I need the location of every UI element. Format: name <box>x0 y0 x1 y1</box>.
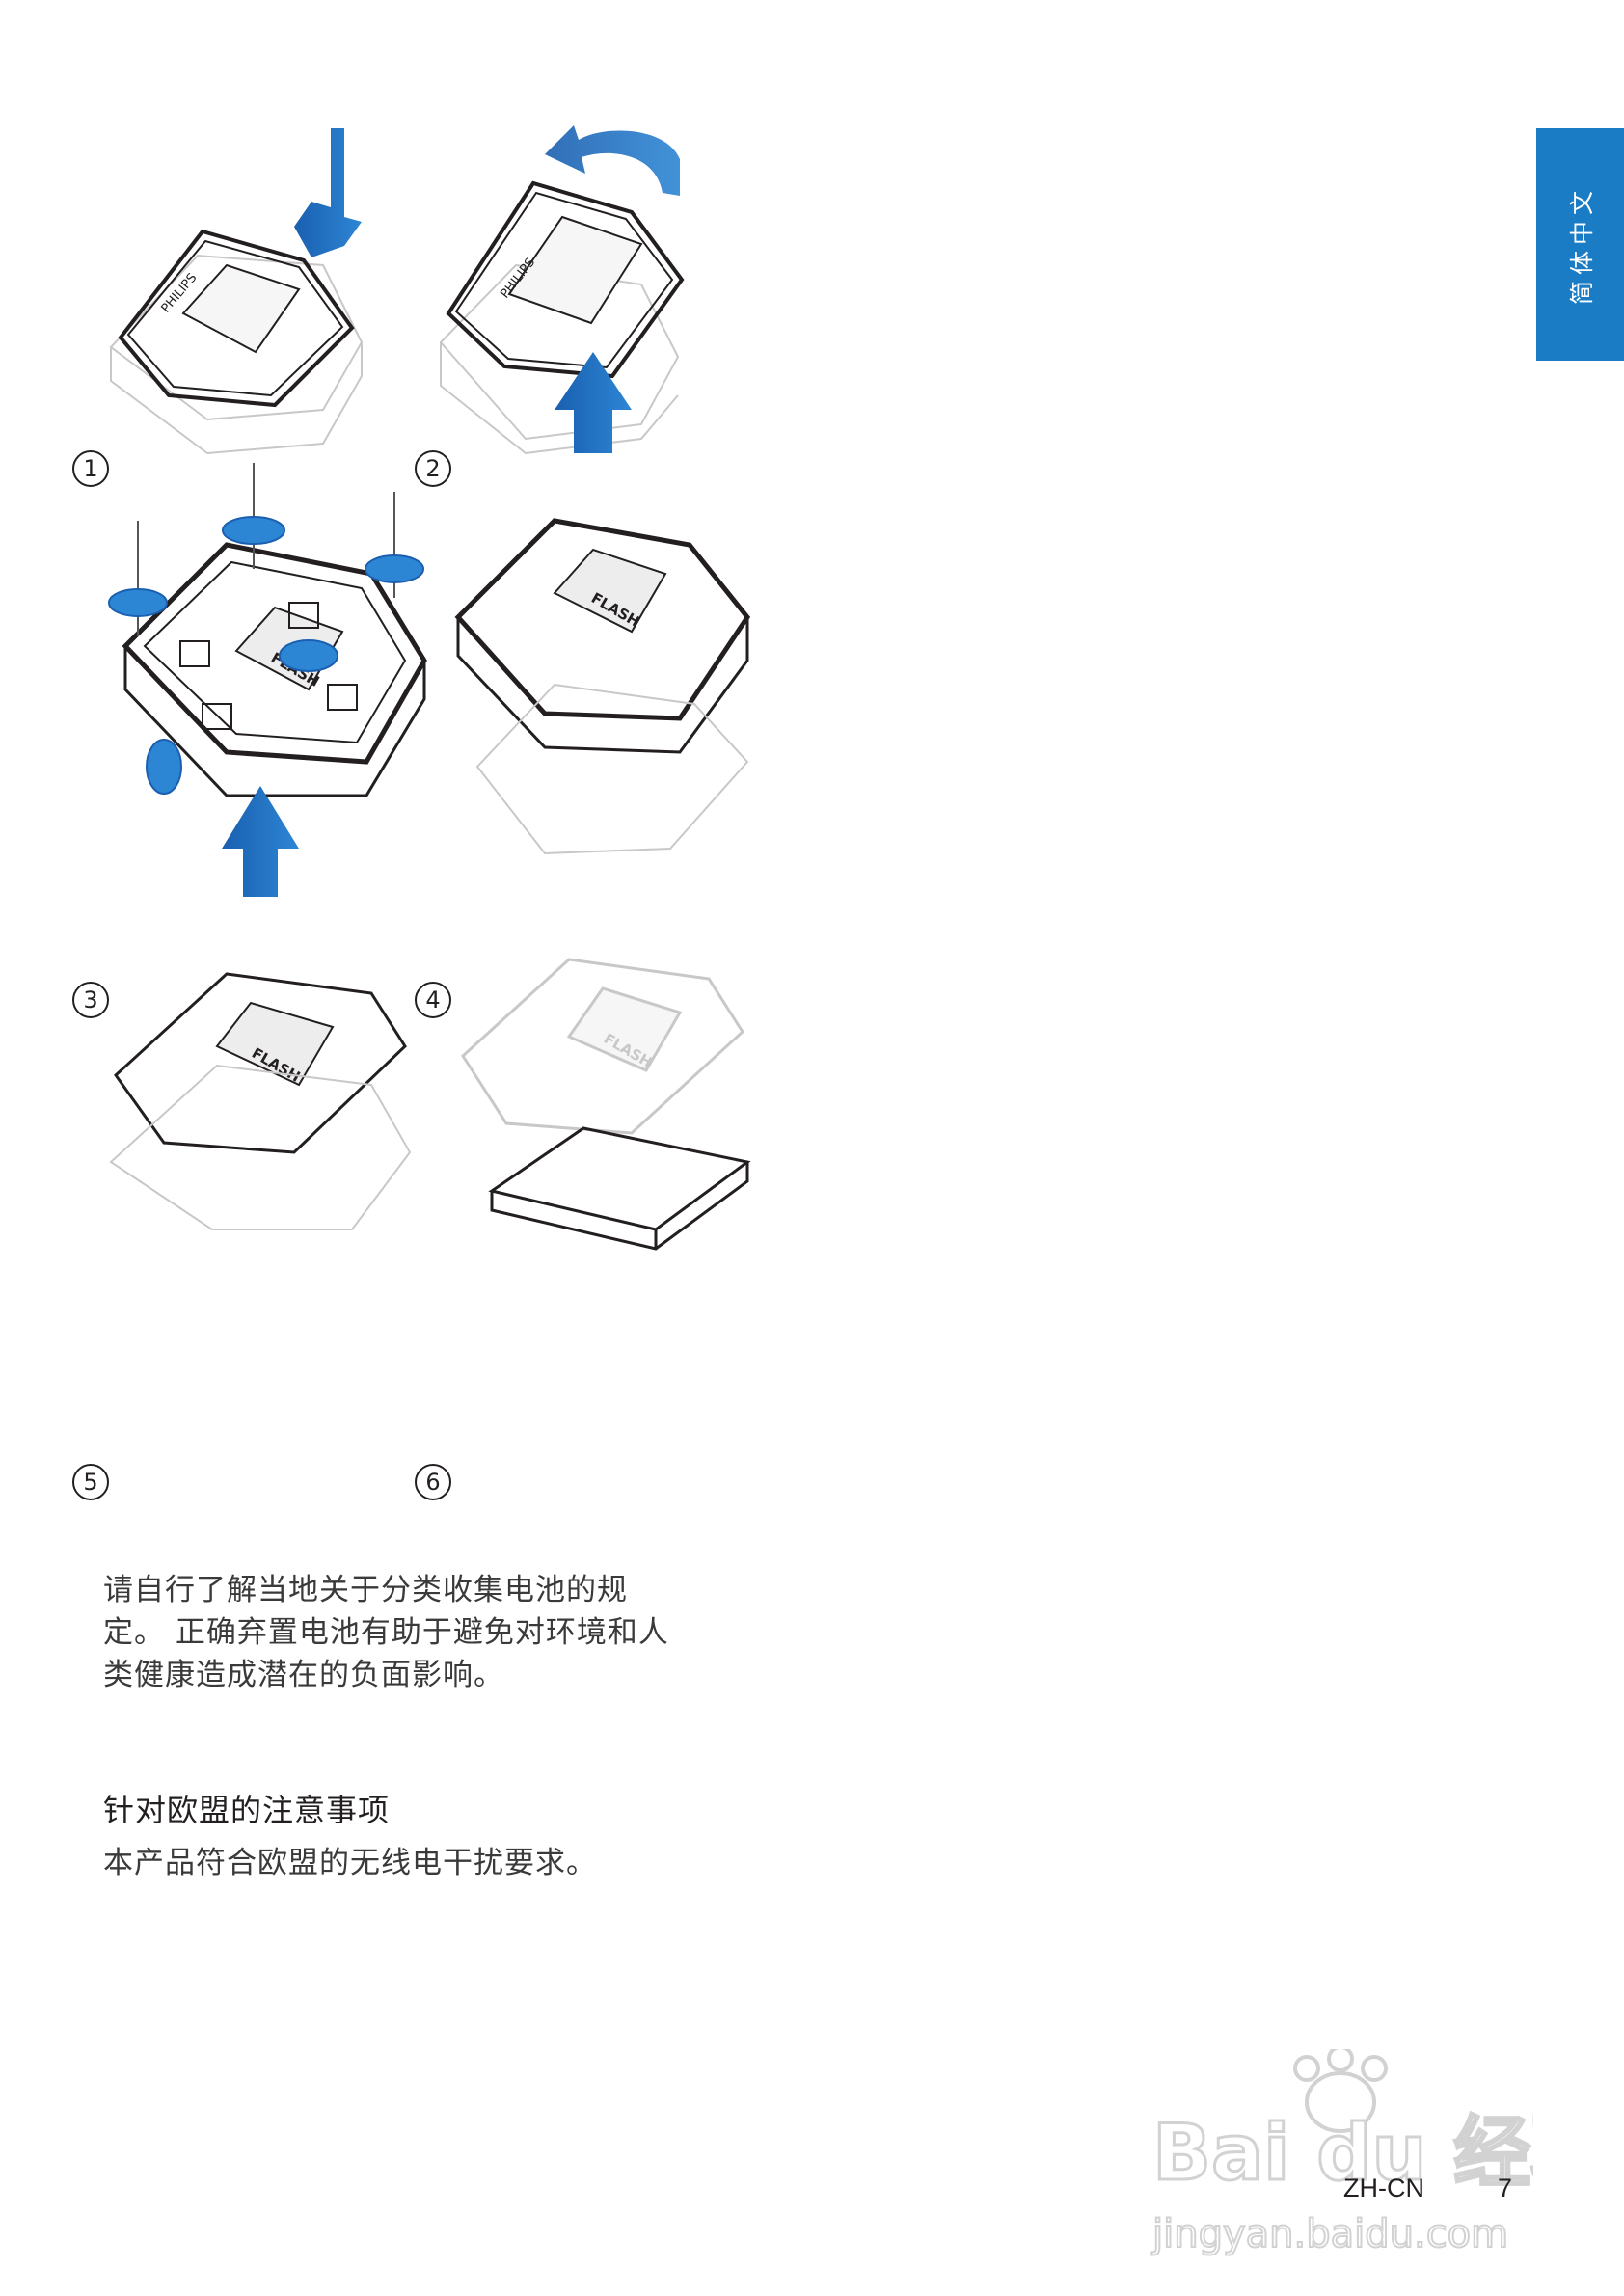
step-number-1: 1 <box>72 450 109 487</box>
step-number-6: 6 <box>415 1464 451 1500</box>
page-number: 7 <box>1498 2174 1513 2202</box>
step5-device: FLASH <box>109 972 412 1230</box>
disposal-line-1: 请自行了解当地关于分类收集电池的规 <box>103 1573 628 1607</box>
lift-arrow-2 <box>545 125 680 196</box>
step4-device: FLASH <box>454 518 751 855</box>
step-number-4: 4 <box>415 982 451 1018</box>
step2-device: PHILIPS <box>439 180 685 455</box>
disposal-line-3: 类健康造成潜在的负面影响。 <box>103 1658 504 1692</box>
eu-notice-text: 本产品符合欧盟的无线电干扰要求。 <box>103 1846 597 1880</box>
disposal-paragraph: 请自行了解当地关于分类收集电池的规 定。 正确弃置电池有助于避免对环境和人 类健… <box>103 1569 759 1696</box>
battery-6 <box>488 1126 751 1251</box>
language-tab-label: 简体中文 <box>1567 184 1596 305</box>
step6-device: FLASH <box>461 958 744 1135</box>
disposal-line-2: 定。 正确弃置电池有助于避免对环境和人 <box>103 1615 669 1650</box>
step-number-2: 2 <box>415 450 451 487</box>
up-arrow-4 <box>555 352 632 453</box>
down-arrow-1 <box>294 128 362 257</box>
watermark-url: jingyan.baidu.com <box>1151 2212 1508 2256</box>
eu-notice-heading: 针对欧盟的注意事项 <box>103 1792 391 1828</box>
step-number-3: 3 <box>72 982 109 1018</box>
language-tab: 简体中文 <box>1536 128 1624 361</box>
baidu-watermark: Bai du 经验 jingyan.baidu.com <box>1148 2045 1610 2271</box>
disassembly-illustrations: PHILIPS PHILIPS FLASH <box>72 121 767 1528</box>
language-code: ZH-CN <box>1343 2174 1424 2202</box>
screws-3 <box>108 463 424 795</box>
watermark-brand: Bai du 经验 <box>1152 2108 1533 2198</box>
disassembly-drawing: PHILIPS PHILIPS FLASH <box>108 125 751 1251</box>
up-arrow-5 <box>222 786 299 897</box>
paw-icon <box>1293 2045 1388 2133</box>
step1-device: PHILIPS <box>109 229 364 455</box>
step-number-5: 5 <box>72 1464 109 1500</box>
